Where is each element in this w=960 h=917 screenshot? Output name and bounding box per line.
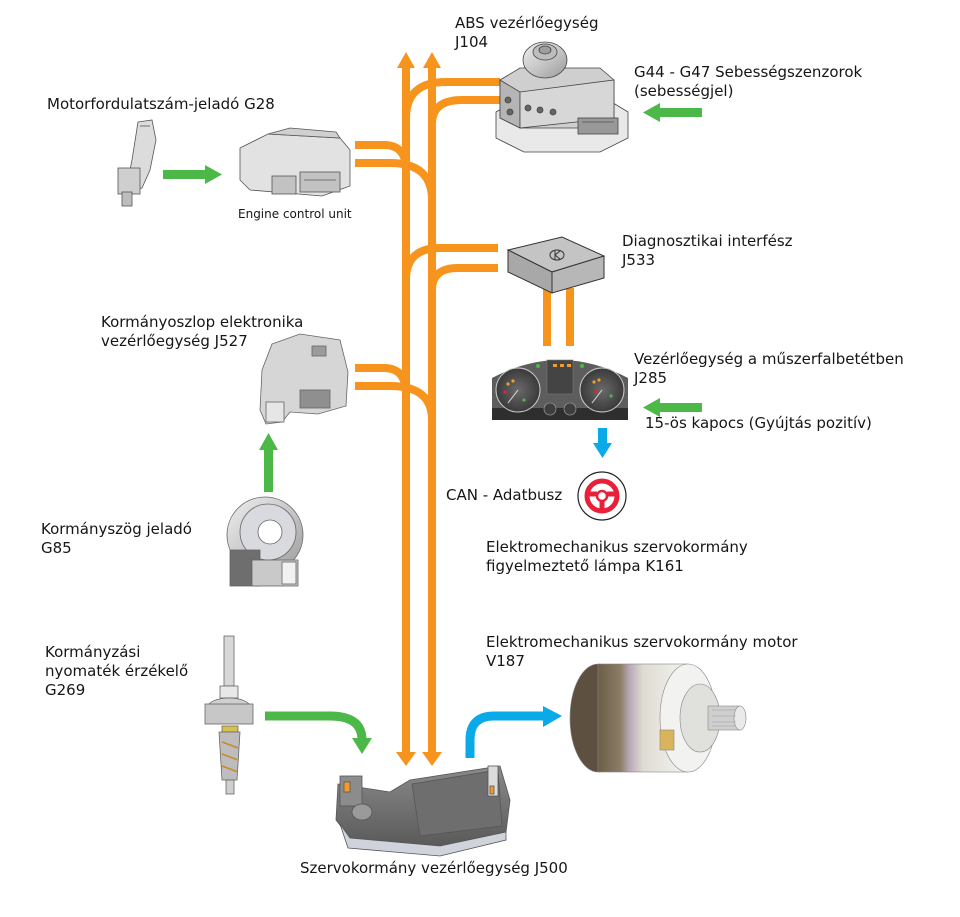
- warning-lamp-label: Elektromechanikus szervokormány figyelme…: [486, 538, 748, 576]
- engine-speed-sensor-label: Motorfordulatszám-jeladó G28: [47, 95, 275, 114]
- can-bus-lines: [355, 68, 574, 752]
- arrow-g28-to-ecu: [163, 165, 222, 184]
- diagnostic-interface-line1: Diagnosztikai interfész: [622, 232, 793, 250]
- arrow-g269-head: [352, 738, 372, 754]
- engine-control-unit-illustration: [239, 127, 351, 197]
- can-branch-ecu-low: [355, 159, 436, 201]
- can-branch-diag-high: [402, 244, 498, 281]
- abs-label: ABS vezérlőegység J104: [455, 14, 599, 52]
- steering-column-electronics-label: Kormányoszlop elektronika vezérlőegység …: [101, 313, 303, 351]
- arrow-g85-to-j527: [259, 433, 278, 492]
- arrow-speed-sensors-to-abs: [643, 103, 702, 122]
- abs-label-line1: ABS vezérlőegység: [455, 14, 599, 32]
- diagnostic-interface-line2: J533: [622, 251, 656, 269]
- power-steering-motor-line2: V187: [486, 652, 525, 670]
- can-bus-arrowheads: [396, 52, 442, 766]
- engine-speed-sensor-illustration: [117, 119, 157, 207]
- can-arrow-down-left: [396, 752, 416, 766]
- can-arrow-up-right: [423, 52, 441, 68]
- diagnostic-interface-illustration: [506, 236, 606, 294]
- arrow-g269-to-j500: [265, 711, 367, 741]
- steering-column-module-illustration: [259, 333, 349, 425]
- steering-column-electronics-line2: vezérlőegység J527: [101, 332, 248, 350]
- power-steering-motor-line1: Elektromechanikus szervokormány motor: [486, 633, 798, 651]
- abs-unit-illustration: [495, 41, 629, 153]
- engine-control-unit-label: Engine control unit: [238, 207, 352, 222]
- power-steering-control-unit-illustration: [335, 765, 511, 857]
- instrument-cluster-illustration: [492, 359, 628, 420]
- abs-label-line2: J104: [455, 33, 489, 51]
- instrument-cluster-label: Vezérlőegység a műszerfalbetétben J285: [634, 350, 904, 388]
- can-branch-j527-low: [355, 382, 436, 421]
- input-signal-arrows: [163, 103, 702, 492]
- warning-lamp-line2: figyelmeztető lámpa K161: [486, 557, 684, 575]
- can-arrow-down-right: [422, 752, 442, 766]
- steering-angle-sensor-line1: Kormányszög jeladó: [41, 520, 192, 538]
- can-bus-line1: CAN - Adatbusz: [446, 486, 563, 504]
- power-steering-motor-label: Elektromechanikus szervokormány motor V1…: [486, 633, 798, 671]
- wheel-speed-sensors-line1: G44 - G47 Sebességszenzorok: [634, 63, 863, 81]
- wheel-speed-sensors-line2: (sebességjel): [634, 82, 734, 100]
- diagnostic-interface-label: Diagnosztikai interfész J533: [622, 232, 793, 270]
- instrument-cluster-line2: J285: [634, 369, 668, 387]
- can-branch-diag-low: [428, 264, 498, 291]
- power-steering-control-unit-label: Szervokormány vezérlőegység J500: [300, 859, 568, 878]
- steering-angle-sensor-label: Kormányszög jeladó G85: [41, 520, 192, 558]
- arrow-j500-to-motor-head: [543, 706, 562, 727]
- wheel-speed-sensors-label: G44 - G47 Sebességszenzorok (sebességjel…: [634, 63, 862, 101]
- power-steering-motor-illustration: [569, 663, 747, 773]
- steering-angle-sensor-line2: G85: [41, 539, 72, 557]
- warning-lamp-line1: Elektromechanikus szervokormány: [486, 538, 748, 556]
- steering-torque-sensor-label: Kormányzási nyomaték érzékelő G269: [45, 643, 188, 700]
- steering-torque-sensor-line2: nyomaték érzékelő: [45, 662, 189, 680]
- steering-angle-sensor-illustration: [226, 496, 304, 587]
- steering-torque-sensor-line3: G269: [45, 681, 86, 699]
- arrow-terminal15-to-cluster: [643, 398, 702, 417]
- terminal-15-line1: 15-ös kapocs (Gyújtás pozitív): [645, 414, 872, 432]
- can-arrow-up-left: [397, 52, 415, 68]
- arrow-j500-to-motor: [465, 711, 545, 758]
- power-steering-control-unit-line1: Szervokormány vezérlőegység J500: [300, 859, 568, 877]
- arrow-cluster-to-lamp-shaft: [598, 428, 607, 444]
- arrow-cluster-to-lamp-head: [593, 443, 612, 458]
- engine-speed-sensor-line1: Motorfordulatszám-jeladó G28: [47, 95, 275, 113]
- torque-sensor-illustration: [204, 635, 254, 795]
- output-signal-arrows: [465, 428, 612, 758]
- steering-torque-sensor-line1: Kormányzási: [45, 643, 141, 661]
- can-bus-label: CAN - Adatbusz: [446, 486, 562, 505]
- steering-column-electronics-line1: Kormányoszlop elektronika: [101, 313, 304, 331]
- warning-lamp-icon: [577, 471, 627, 521]
- terminal-15-label: 15-ös kapocs (Gyújtás pozitív): [645, 414, 872, 433]
- can-branch-abs-high: [402, 78, 500, 119]
- instrument-cluster-line1: Vezérlőegység a műszerfalbetétben: [634, 350, 904, 368]
- can-branch-abs-low: [428, 96, 500, 125]
- engine-control-unit-line1: Engine control unit: [238, 207, 352, 221]
- diagnostic-symbol-icon: [549, 249, 565, 261]
